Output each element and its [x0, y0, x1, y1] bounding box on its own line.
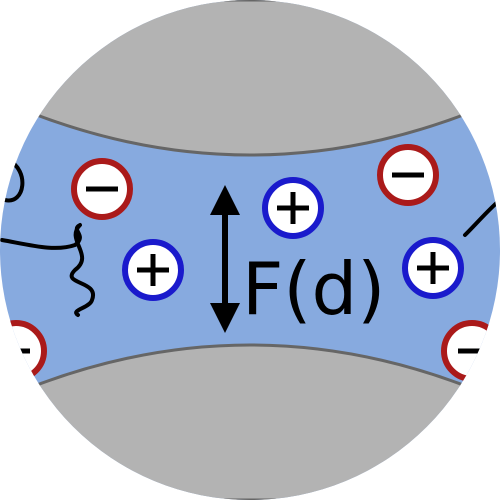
negative-ion [0, 320, 47, 382]
force-label: F(d) [242, 247, 385, 331]
negative-ion [441, 320, 500, 382]
positive-ion [402, 237, 464, 299]
positive-ion [122, 239, 184, 301]
negative-ion [71, 158, 133, 220]
negative-ion [377, 144, 439, 206]
positive-ion [262, 177, 324, 239]
